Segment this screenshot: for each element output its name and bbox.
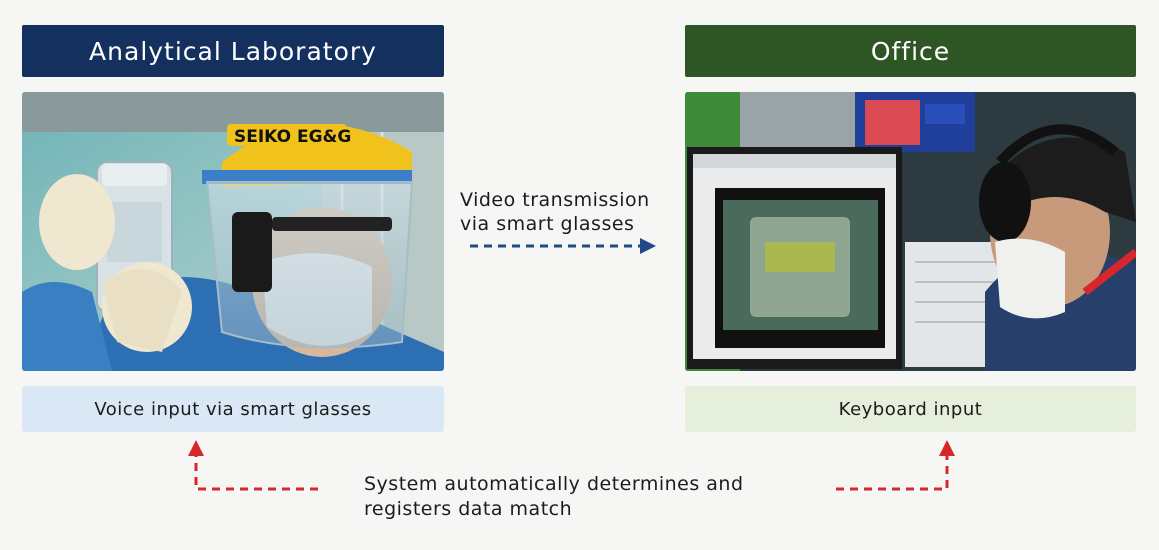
keyboard-input-label: Keyboard input: [838, 398, 983, 420]
data-match-line2: registers data match: [364, 498, 573, 520]
video-transmission-arrow: [470, 238, 656, 254]
video-transmission-line2: via smart glasses: [460, 213, 635, 235]
video-transmission-label: Video transmission via smart glasses: [460, 188, 675, 236]
office-header: Office: [685, 25, 1136, 77]
lab-technician-image: SEIKO EG&G: [22, 92, 444, 371]
video-transmission-line1: Video transmission: [460, 189, 650, 211]
data-match-arrow-right: [836, 440, 955, 491]
data-match-arrow-left: [188, 440, 318, 491]
office-operator-image: [685, 92, 1136, 371]
lab-title: Analytical Laboratory: [89, 36, 377, 66]
voice-input-label: Voice input via smart glasses: [94, 398, 372, 420]
voice-input-caption: Voice input via smart glasses: [22, 386, 444, 432]
helmet-logo: SEIKO EG&G: [234, 127, 351, 147]
lab-header: Analytical Laboratory: [22, 25, 444, 77]
lab-photo: SEIKO EG&G: [22, 92, 444, 371]
data-match-label: System automatically determines and regi…: [364, 472, 824, 522]
keyboard-input-caption: Keyboard input: [685, 386, 1136, 432]
office-photo: [685, 92, 1136, 371]
data-match-line1: System automatically determines and: [364, 473, 744, 495]
office-title: Office: [870, 36, 951, 66]
